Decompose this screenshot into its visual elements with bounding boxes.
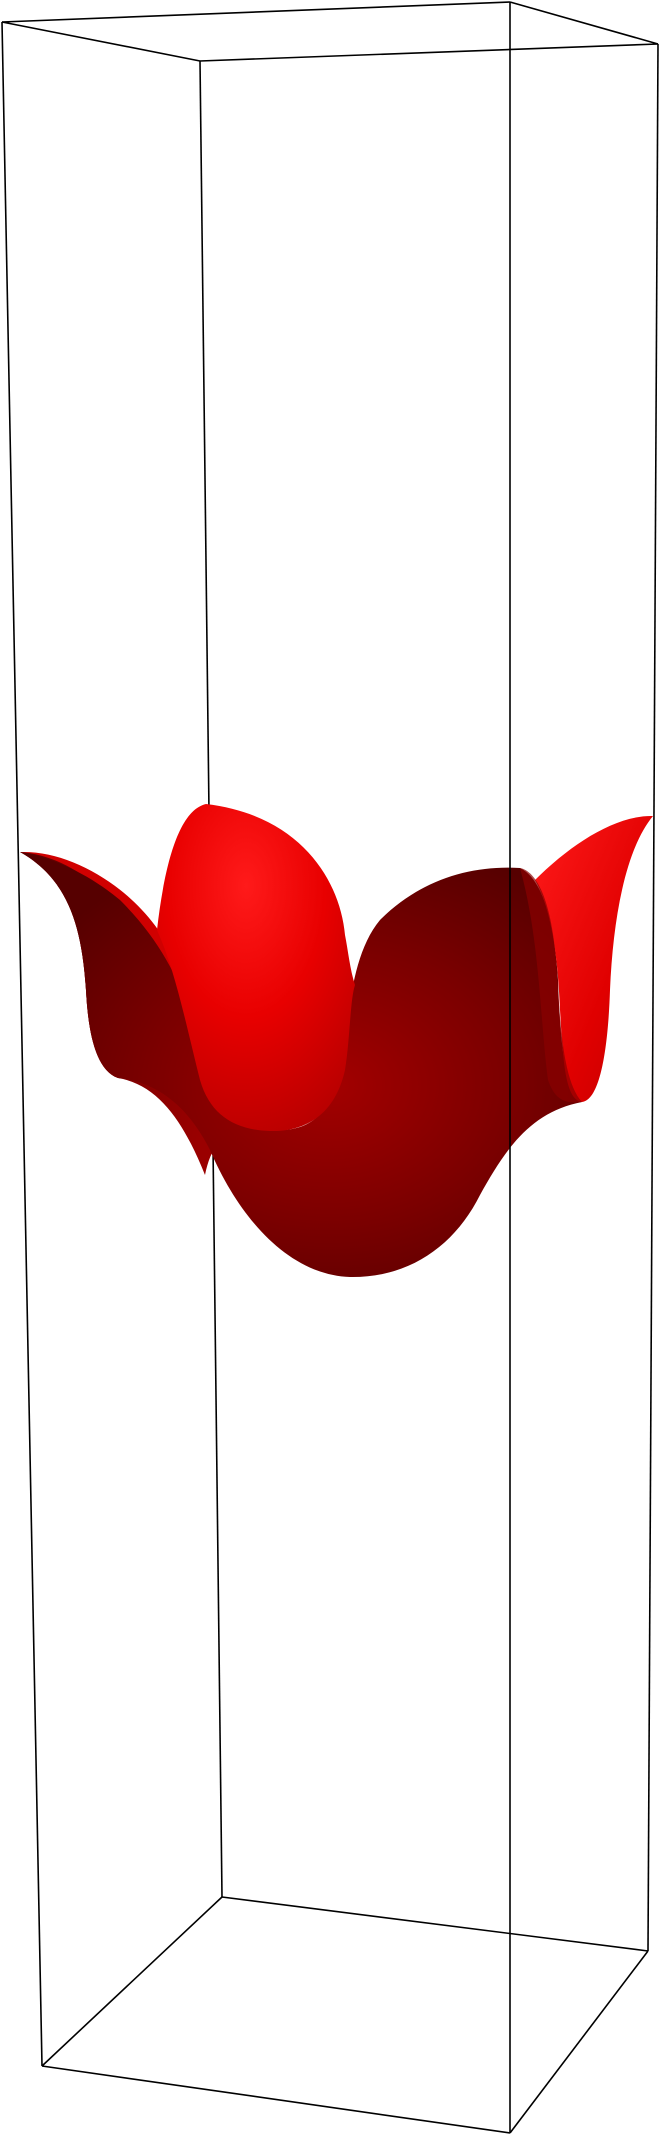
red-surface — [20, 804, 653, 1278]
